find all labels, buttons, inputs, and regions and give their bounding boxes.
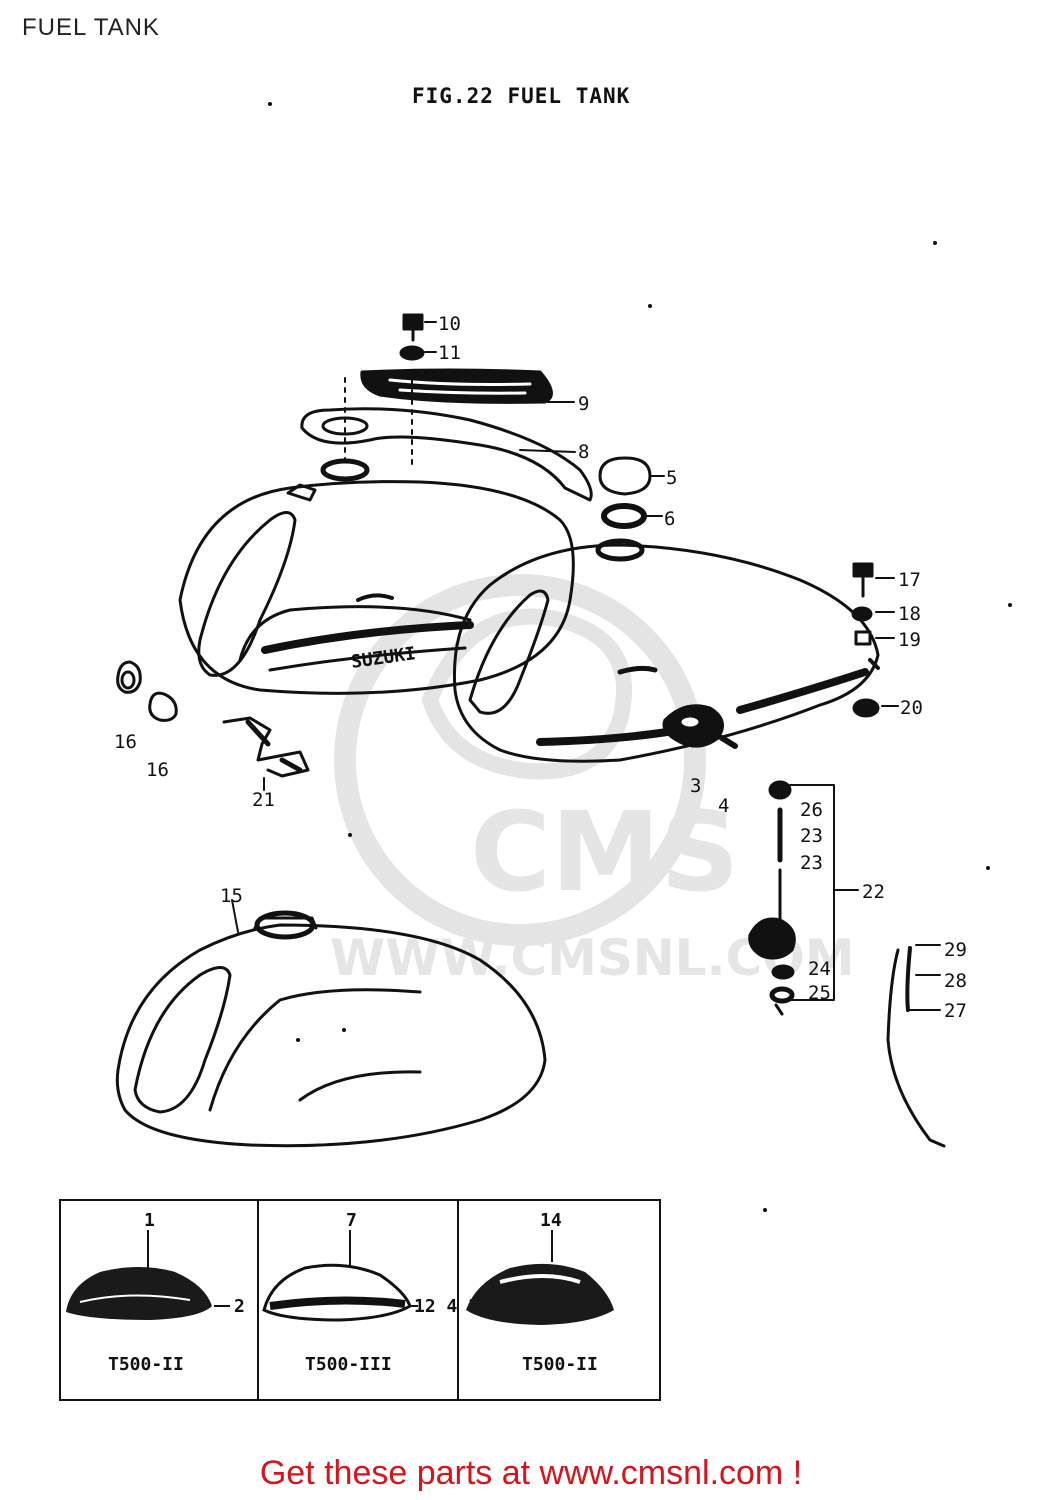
callout-10-9: 10 [438,313,461,335]
gasket-part-6 [601,503,663,529]
cushion-part-16b [148,691,178,722]
callout-21-19: 21 [252,789,275,811]
figure-title: FIG.22 FUEL TANK [412,84,631,108]
fuel-cap-part-5 [598,456,665,496]
clip-part-21 [222,716,310,791]
cushion-part-16a [116,660,142,694]
fuel-hose [886,944,946,1148]
variant-cell-1: 1 2 T500-II [66,1210,245,1375]
callout-11-10: 11 [438,342,461,364]
callout-23-22: 23 [800,852,823,874]
page-title: FUEL TANK [22,14,160,41]
variant-1-model: T500-II [108,1354,184,1375]
callout-19-17: 19 [898,629,921,651]
callout-17-15: 17 [898,569,921,591]
variant-3-number: 14 [540,1210,562,1231]
callout-28-27: 28 [944,970,967,992]
callout-9-8: 9 [578,393,589,415]
fuel-tank-secondary [452,538,880,763]
cushion-part-20 [852,698,899,718]
bolt-part-17 [852,562,895,598]
tank-badge: SUZUKI [350,643,417,673]
callout-15-12: 15 [220,885,243,907]
callout-26-25: 26 [800,799,823,821]
callout-22-20: 22 [862,881,885,903]
callout-3-2: 3 [690,775,701,797]
line-art: SUZUKI [115,102,1012,1212]
callout-18-16: 18 [898,603,921,625]
get-parts-link[interactable]: Get these parts at www.cmsnl.com ! [259,1454,803,1492]
callout-16-14: 16 [146,759,169,781]
washer-part-11 [399,345,437,361]
variant-2-secondary: 12 4 3 [414,1296,479,1317]
fuel-tap-assembly [748,780,859,1016]
rubber-pad-part-9 [360,368,575,404]
variant-cell-2: 7 12 4 3 T500-III [262,1210,479,1375]
variant-table: 1 2 T500-II 7 12 4 3 T500-III 14 T500-II [59,1199,661,1401]
variant-2-model: T500-III [305,1354,392,1375]
collar-part-19 [854,630,895,646]
variant-cell-3: 14 T500-II [466,1210,614,1375]
tank-cap-part-3 [662,704,724,748]
screw-part-4 [719,735,738,749]
callout-4-3: 4 [718,795,729,817]
callout-16-13: 16 [114,731,137,753]
variant-2-number: 7 [346,1210,357,1231]
variant-3-model: T500-II [522,1354,598,1375]
variant-1-secondary: 2 [234,1296,245,1317]
exploded-parts-diagram: CMS WWW.CMSNL.COM [59,102,1012,1401]
scan-specks [268,102,1012,1212]
variant-1-number: 1 [144,1210,155,1231]
fuel-tank-part-15 [115,899,547,1148]
callout-29-28: 29 [944,939,967,961]
callout-25-24: 25 [808,982,831,1004]
callout-27-26: 27 [944,1000,967,1022]
callout-6-5: 6 [664,508,675,530]
bracket-part-8 [300,377,593,502]
callout-8-7: 8 [578,441,589,463]
callout-23-21: 23 [800,825,823,847]
watermark-logo: CMS [470,788,739,916]
washer-part-18 [851,606,895,622]
callout-20-18: 20 [900,697,923,719]
callout-24-23: 24 [808,958,831,980]
bolt-part-10 [402,313,437,342]
callout-5-4: 5 [666,467,677,489]
